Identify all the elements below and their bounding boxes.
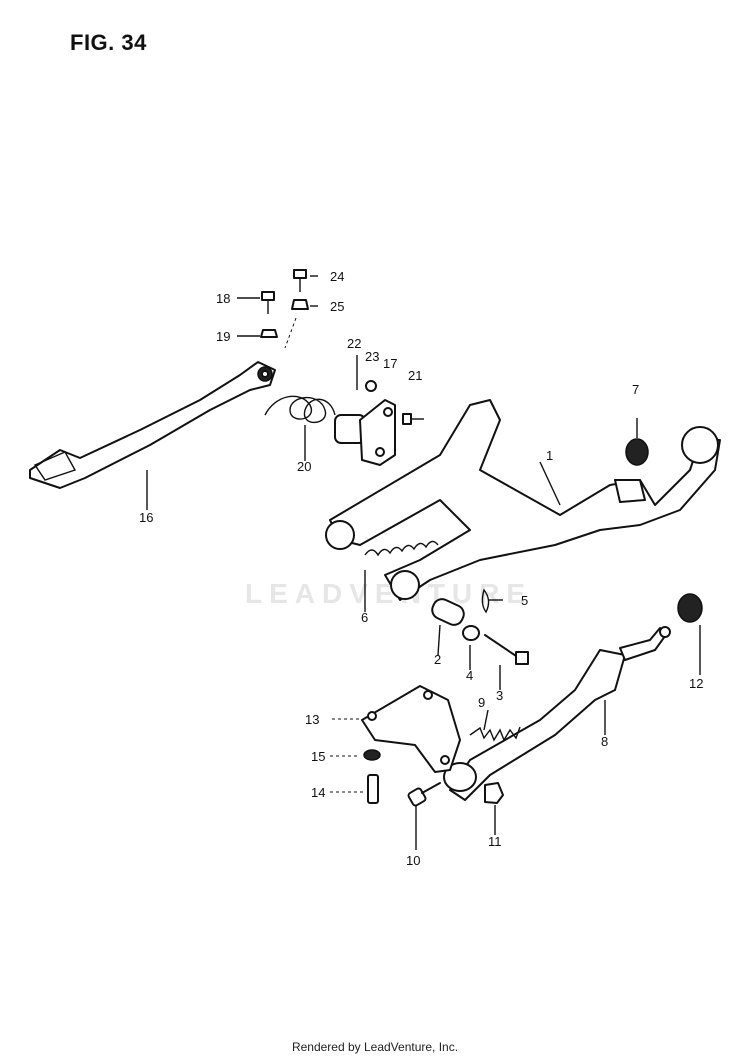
callout-4: 4 [466,668,473,683]
callout-16: 16 [139,510,153,525]
leader-lines [146,275,701,850]
callout-25: 25 [330,299,344,314]
callout-2: 2 [434,652,441,667]
callout-11: 11 [488,834,502,849]
rubber-stop-12 [677,593,703,623]
brake-pedal [29,361,276,489]
callout-9: 9 [478,695,485,710]
callout-23: 23 [365,349,379,364]
callout-24: 24 [330,269,344,284]
stand-spring [364,540,439,557]
return-spring [264,395,336,424]
callout-7: 7 [632,382,639,397]
callout-18: 18 [216,291,230,306]
callout-22: 22 [347,336,361,351]
small-hardware [260,269,424,425]
rubber-stop-7 [625,438,649,466]
side-stand [443,626,671,801]
callout-12: 12 [689,676,703,691]
callout-10: 10 [406,853,420,868]
mounting-plate [361,685,461,773]
center-stand [325,399,721,601]
callout-5: 5 [521,593,528,608]
callout-14: 14 [311,785,325,800]
callout-19: 19 [216,329,230,344]
callout-17: 17 [383,356,397,371]
callout-20: 20 [297,459,311,474]
side-stand-hardware [363,749,504,807]
callout-6: 6 [361,610,368,625]
figure-title: FIG. 34 [70,30,147,55]
callout-8: 8 [601,734,608,749]
callout-15: 15 [311,749,325,764]
callout-labels: 1 2 3 4 5 6 7 8 9 10 11 12 13 14 15 16 1… [139,269,703,868]
callout-21: 21 [408,368,422,383]
callout-1: 1 [546,448,553,463]
footer-credit: Rendered by LeadVenture, Inc. [291,1040,459,1054]
callout-3: 3 [496,688,503,703]
pivot-hardware [431,588,529,665]
callout-13: 13 [305,712,319,727]
side-stand-spring [469,726,521,742]
watermark: LEADVENTURE [245,578,533,609]
pivot-bracket [334,399,396,466]
